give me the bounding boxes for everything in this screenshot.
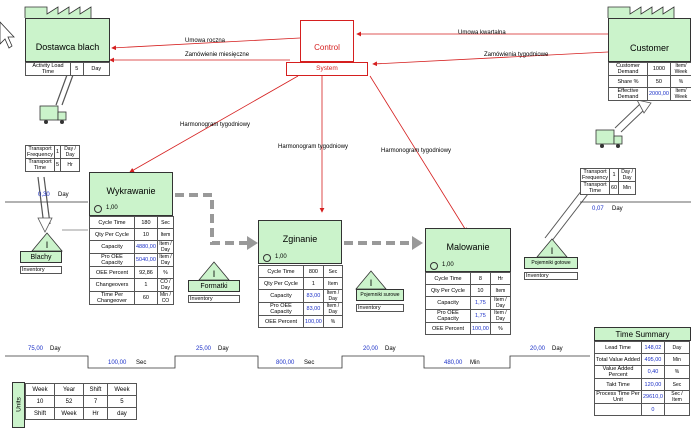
timeline-day-3: 20,00 [363,346,379,352]
svg-text:I: I [370,278,373,288]
svg-text:I: I [213,269,216,279]
flow-label-sched-2: Harmonogram tygodniowy [278,144,349,150]
system-box[interactable]: System [286,62,368,76]
control-box[interactable]: Control [300,20,354,62]
process-malowanie-name: Malowanie [446,242,490,252]
process-wykrawanie-name: Wykrawanie [106,186,156,196]
inventory-blachy-icon: I [31,232,63,252]
customer-roof [607,6,675,18]
timeline-proc-0: 100,00 [108,360,127,366]
timeline-proc-unit-2: Min [470,360,480,366]
operator-icon [430,262,438,270]
inventory-blachy-label: Inventory [20,266,62,274]
timeline-proc-1: 800,00 [276,360,295,366]
cursor-icon [0,21,15,49]
process-zginanie-ops: 1,00 [275,254,287,260]
process-zginanie-name: Zginanie [282,234,318,244]
timeline-proc-unit-1: Sec [304,360,315,366]
timeline-day-2: 25,00 [196,346,212,352]
timeline-day-5: 0,07 [592,206,604,212]
flow-label-weekly: Zamówienia tygodniowe [484,52,549,58]
timeline-unit-3: Day [385,346,396,352]
customer-box[interactable]: Customer [608,18,691,62]
timeline-proc-unit-0: Sec [136,360,147,366]
supplier-name: Dostawca blach [35,42,100,52]
inventory-pojemniki-gotowe[interactable]: Pojemniki gotowe [524,257,578,269]
inventory-pojemniki-surowe-icon: I [355,270,387,290]
truck-in-icon [39,105,67,124]
time-summary-header: Time Summary [594,327,691,341]
timeline-unit-0: Day [58,192,69,198]
process-wykrawanie[interactable]: Wykrawanie 1,00 [89,172,173,216]
flow-label-sched-3: Harmonogram tygodniowy [381,148,452,154]
process-malowanie-ops: 1,00 [442,262,454,268]
units-header: Units [12,382,25,428]
control-title: Control [314,43,340,52]
system-title: System [316,65,338,72]
flow-label-sched-1: Harmonogram tygodniowy [180,122,251,128]
flow-label-annual: Umowa kwartalna [458,30,506,36]
flow-label-yearly: Umowa roczna [185,38,226,44]
inventory-formatki-label: Inventory [188,295,240,303]
timeline-proc-2: 480,00 [444,360,463,366]
supplier-roof [24,6,92,18]
inventory-formatki[interactable]: Formatki [188,280,240,292]
timeline-day-0: 0,30 [38,192,50,198]
inventory-blachy[interactable]: Blachy [20,251,62,263]
timeline-day-4: 20,00 [530,346,546,352]
process-malowanie[interactable]: Malowanie 1,00 [425,228,511,272]
svg-text:I: I [551,246,554,256]
flow-label-monthly: Zamówienie miesięczne [185,52,250,58]
flow-sched-1 [129,75,299,173]
inventory-pojemniki-surowe-label: Inventory [356,304,404,312]
timeline-unit-2: Day [218,346,229,352]
inventory-pojemniki-gotowe-icon: I [536,238,568,258]
inventory-formatki-icon: I [198,261,230,281]
supplier-box[interactable]: Dostawca blach [25,18,110,62]
flow-sched-3 [369,75,468,233]
svg-text:I: I [46,240,49,250]
inventory-pojemniki-gotowe-label: Inventory [524,272,578,280]
truck-out-icon [595,129,623,148]
process-zginanie[interactable]: Zginanie 1,00 [258,220,342,264]
process-wykrawanie-ops: 1,00 [106,205,118,211]
timeline-unit-1: Day [50,346,61,352]
timeline-unit-5: Day [612,206,623,212]
inventory-pojemniki-surowe[interactable]: Pojemniki surowe [356,289,404,301]
operator-icon [263,254,271,262]
timeline-day-1: 75,00 [28,346,44,352]
flow-weekly-orders [372,51,609,67]
flow-yearly-contract [111,37,301,51]
operator-icon [94,205,102,213]
customer-name: Customer [629,43,669,53]
timeline-unit-4: Day [552,346,563,352]
